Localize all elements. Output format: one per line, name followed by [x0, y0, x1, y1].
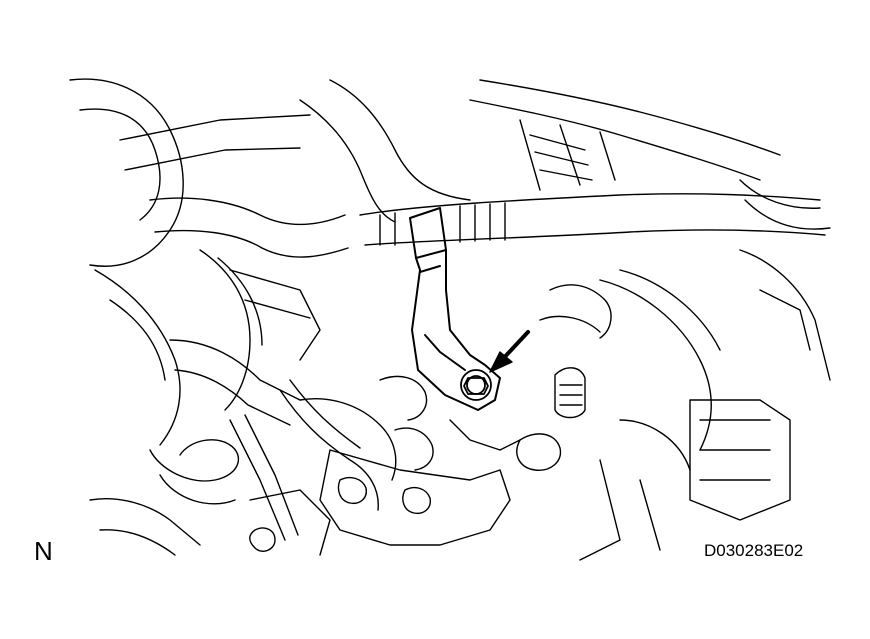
left-hose-group: [69, 78, 349, 556]
wire-harness: [359, 179, 831, 246]
bracket-bolt: [460, 369, 492, 401]
view-direction-label: N: [34, 536, 53, 566]
right-components: [516, 249, 831, 561]
clamp-bracket: [409, 207, 501, 411]
lower-housing: [249, 375, 521, 556]
lower-left-hose: [229, 379, 379, 541]
callout-arrow: [489, 330, 530, 373]
upper-hose: [299, 79, 781, 223]
figure-id-label: D030283E02: [704, 541, 804, 560]
